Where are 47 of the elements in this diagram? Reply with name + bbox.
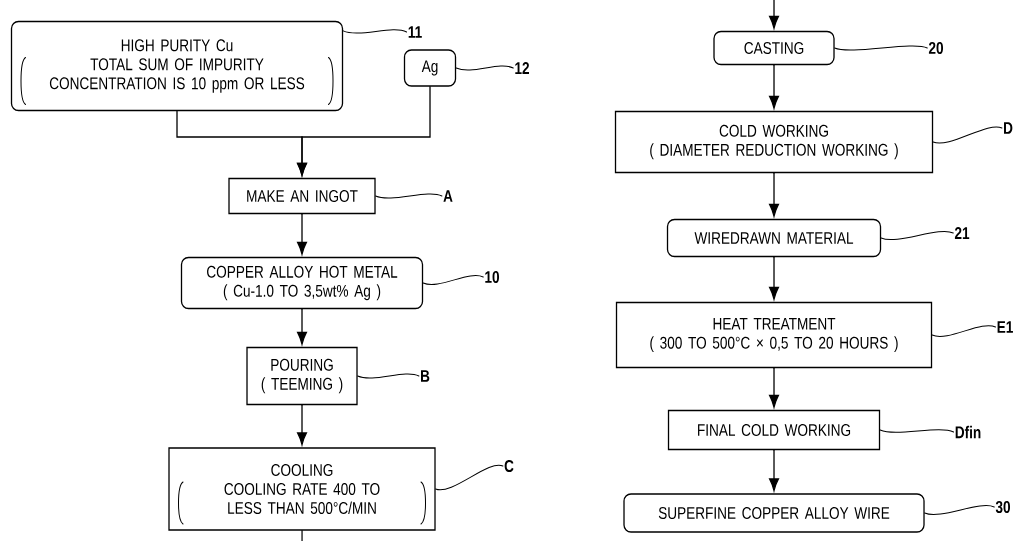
callout-number: A bbox=[443, 190, 453, 202]
arrow bbox=[769, 172, 780, 217]
arrow bbox=[297, 213, 308, 255]
connector-line bbox=[301, 530, 303, 541]
callout-number: 21 bbox=[954, 227, 970, 239]
arrow bbox=[769, 367, 780, 408]
callout-number: 30 bbox=[995, 500, 1010, 514]
callout-number: B bbox=[421, 370, 430, 382]
leader-line bbox=[932, 126, 1003, 144]
leader-line bbox=[357, 373, 420, 379]
leader-line bbox=[342, 29, 408, 34]
callout-number: C bbox=[504, 460, 514, 473]
arrow bbox=[769, 0, 780, 29]
process-box: POURING ( TEEMING ) bbox=[246, 346, 358, 406]
rounded-box: Ag bbox=[403, 49, 457, 87]
callout-number: 12 bbox=[515, 62, 529, 74]
callout-number: Dfin bbox=[955, 425, 981, 439]
callout-number: 10 bbox=[485, 271, 499, 284]
rounded-box: WIREDRAWN MATERIAL bbox=[666, 218, 882, 258]
rounded-box: COPPER ALLOY HOT METAL ( Cu-1.0 TO 3,5wt% Ag ) bbox=[180, 256, 424, 310]
process-box: COOLING COOLING RATE 400 TO LESS THAN 500°C/MIN bbox=[168, 447, 436, 531]
arrow bbox=[297, 308, 308, 345]
arrow bbox=[769, 256, 780, 300]
arrow bbox=[769, 64, 780, 109]
arrow bbox=[769, 449, 780, 492]
callout-number: D bbox=[1004, 122, 1013, 134]
rounded-box: HIGH PURITY Cu TOTAL SUM OF IMPURITY CONCENTRATION IS 10 ppm OR LESS bbox=[10, 20, 344, 112]
arrow bbox=[297, 404, 308, 446]
rounded-box: CASTING bbox=[713, 30, 835, 66]
process-box: COLD WORKING ( DIAMETER REDUCTION WORKING ) bbox=[614, 110, 934, 174]
leader-line bbox=[834, 45, 928, 51]
leader-line bbox=[931, 325, 996, 337]
process-box: FINAL COLD WORKING bbox=[667, 409, 881, 451]
leader-line bbox=[924, 505, 995, 515]
process-box: MAKE AN INGOT bbox=[228, 177, 376, 215]
leader-line bbox=[880, 230, 954, 241]
process-box: HEAT TREATMENT ( 300 TO 500°C × 0,5 TO 20 HOURS ) bbox=[615, 301, 933, 369]
leader-line bbox=[422, 275, 484, 285]
callout-number: 20 bbox=[928, 42, 943, 55]
leader-line bbox=[455, 65, 514, 71]
callout-number: 11 bbox=[408, 26, 422, 38]
leader-line bbox=[435, 464, 504, 491]
callout-number: E1 bbox=[997, 321, 1013, 333]
rounded-box: SUPERFINE COPPER ALLOY WIRE bbox=[623, 493, 925, 533]
leader-line bbox=[375, 193, 443, 199]
leader-line bbox=[879, 429, 955, 433]
arrow bbox=[297, 86, 431, 176]
